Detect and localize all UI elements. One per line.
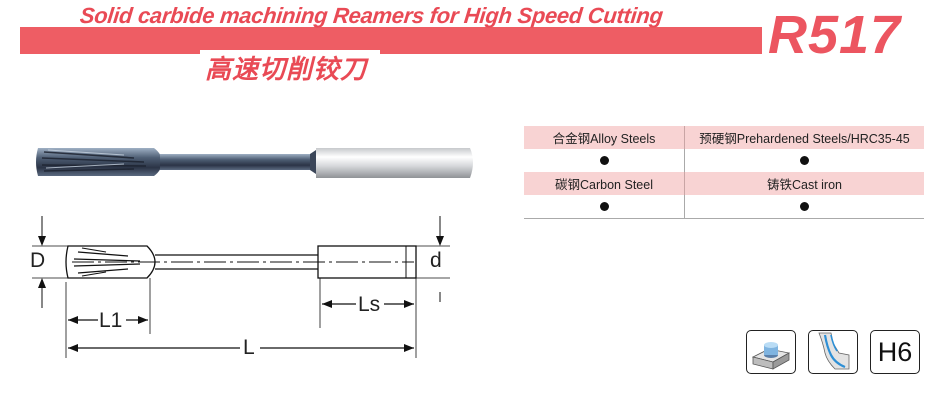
material-row-suitability — [524, 149, 924, 172]
dim-label-L1: L1 — [99, 309, 123, 332]
neck — [160, 154, 312, 170]
material-table: 合金钢Alloy Steels 预硬钢Prehardened Steels/HR… — [524, 126, 924, 219]
suitable-dot — [800, 201, 809, 211]
material-cast-iron: 铸铁Cast iron — [684, 172, 924, 195]
dim-label-D: D — [30, 249, 46, 272]
title-chinese: 高速切削铰刀 — [205, 55, 368, 85]
dim-label-Ls: Ls — [358, 293, 381, 316]
reamer-drawing — [32, 216, 450, 358]
model-code: R517 — [768, 5, 902, 65]
material-row-header: 碳钢Carbon Steel 铸铁Cast iron — [524, 172, 924, 195]
tolerance-icon: H6 — [870, 330, 920, 374]
title-english: Solid carbide machining Reamers for High… — [78, 3, 665, 28]
header-band — [20, 27, 762, 54]
through-hole-icon — [746, 330, 796, 374]
material-row-suitability — [524, 195, 924, 219]
shank — [316, 148, 473, 178]
material-carbon-steel: 碳钢Carbon Steel — [524, 172, 685, 195]
reamer-photo — [36, 148, 473, 178]
title-chinese-background — [200, 50, 380, 82]
suitable-dot — [599, 155, 609, 165]
material-alloy-steels: 合金钢Alloy Steels — [524, 126, 685, 149]
tolerance-label: H6 — [877, 336, 913, 367]
suitable-dot — [599, 201, 609, 211]
suitable-dot — [800, 155, 809, 165]
internal-coolant-icon — [808, 330, 858, 374]
material-row-header: 合金钢Alloy Steels 预硬钢Prehardened Steels/HR… — [524, 126, 924, 149]
dim-label-d: d — [430, 249, 442, 272]
material-prehardened-steels: 预硬钢Prehardened Steels/HRC35-45 — [684, 126, 924, 149]
dim-label-L: L — [243, 336, 255, 359]
